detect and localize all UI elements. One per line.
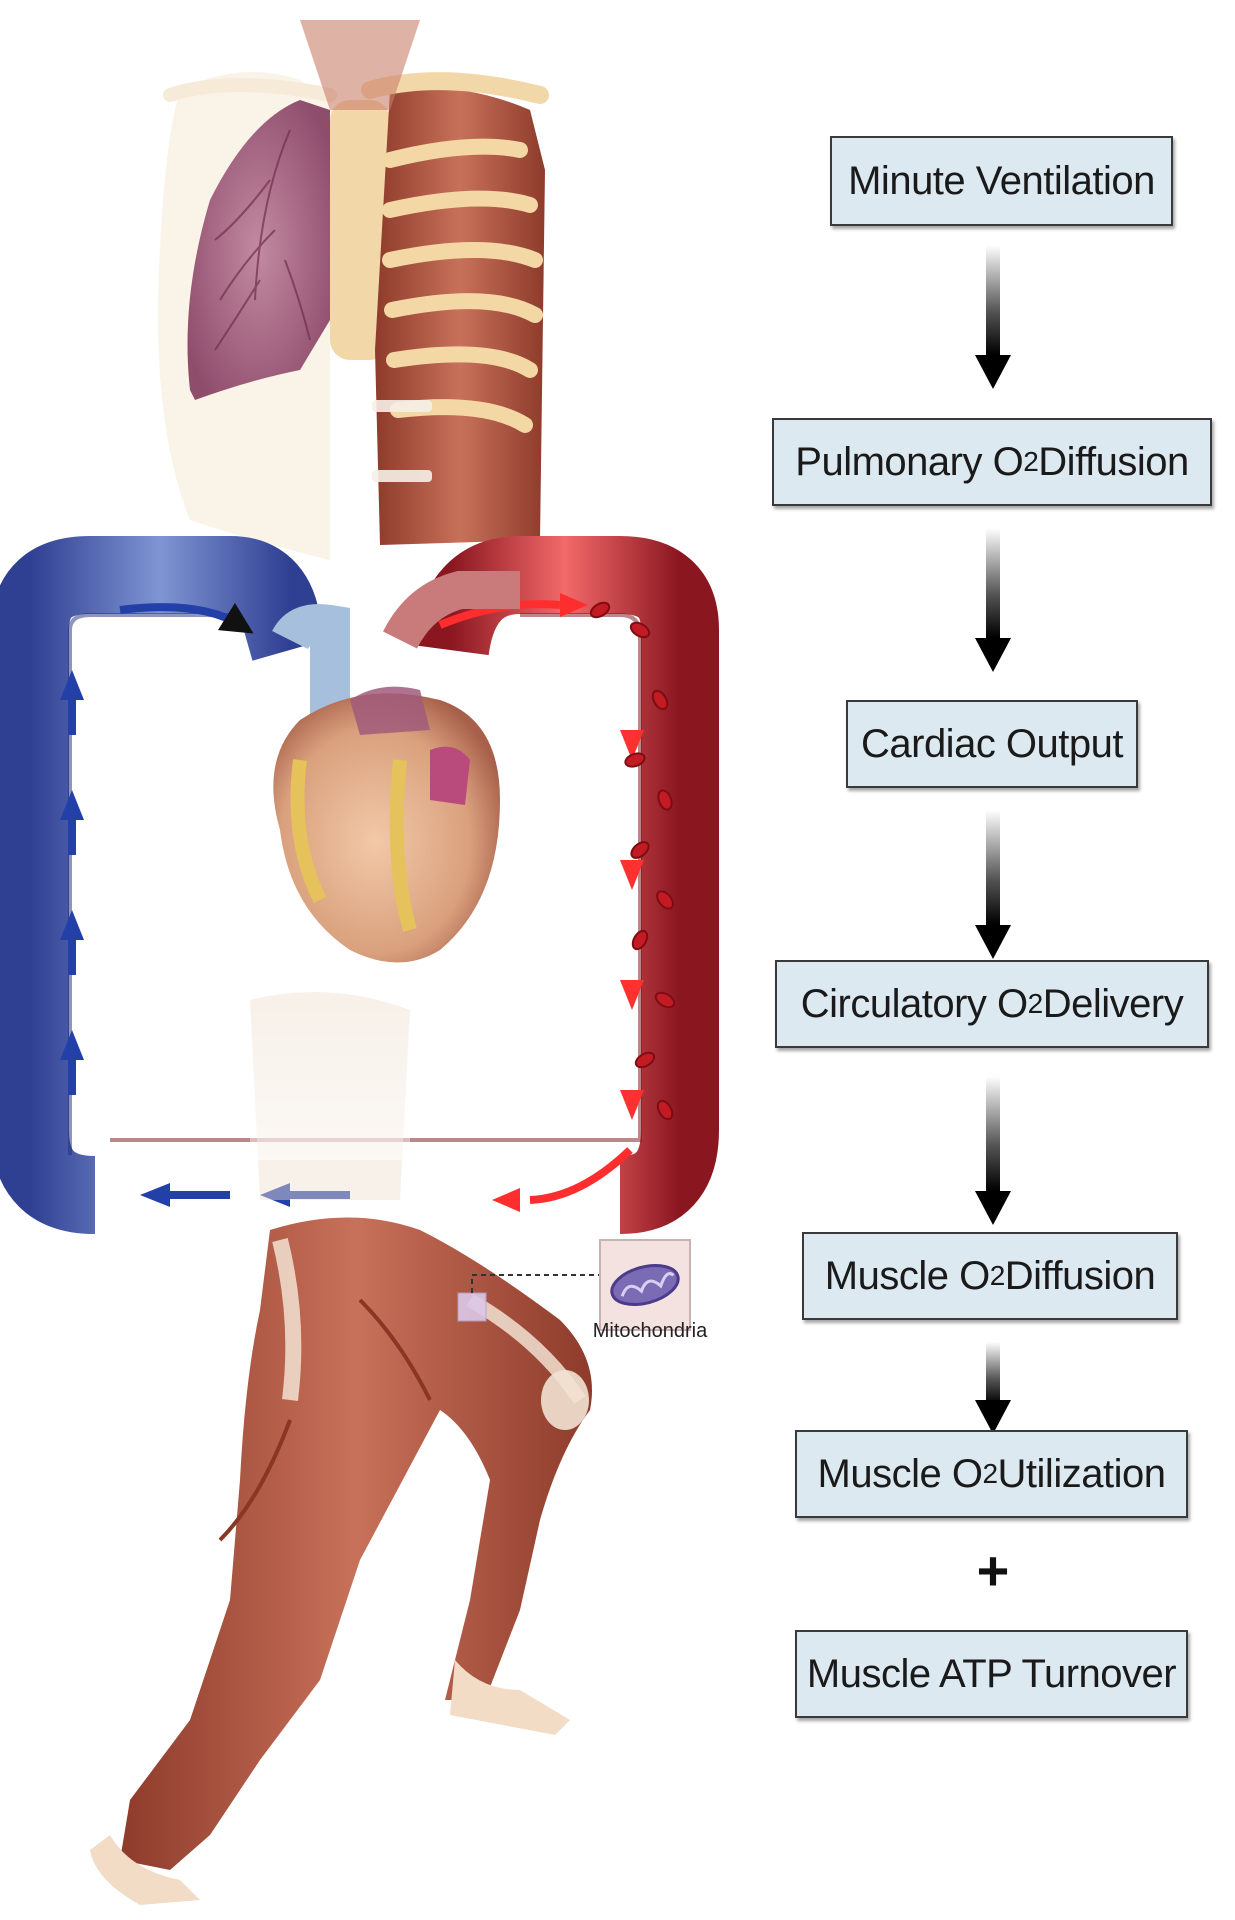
- step-label-suffix: Utilization: [998, 1452, 1166, 1497]
- step-label-suffix: Diffusion: [1038, 440, 1188, 485]
- step-label-suffix: Delivery: [1043, 982, 1183, 1027]
- leg-muscles: [90, 992, 592, 1905]
- step-label: Muscle O: [825, 1254, 990, 1299]
- step-subscript: 2: [982, 1458, 997, 1490]
- step-label: Muscle ATP Turnover: [807, 1652, 1176, 1697]
- step-label: Cardiac Output: [861, 722, 1123, 767]
- step-subscript: 2: [1028, 988, 1043, 1020]
- step-label: Circulatory O: [801, 982, 1028, 1027]
- step-label-suffix: Diffusion: [1005, 1254, 1155, 1299]
- plus-symbol: +: [968, 1545, 1018, 1595]
- step-muscle-atp-turnover: Muscle ATP Turnover: [795, 1630, 1188, 1718]
- step-minute-ventilation: Minute Ventilation: [830, 136, 1173, 226]
- step-subscript: 2: [990, 1260, 1005, 1292]
- step-label: Pulmonary O: [795, 440, 1023, 485]
- mitochondria-label: Mitochondria: [575, 1320, 725, 1343]
- step-cardiac-output: Cardiac Output: [846, 700, 1138, 788]
- step-label: Muscle O: [818, 1452, 983, 1497]
- torso-ribcage: [158, 20, 545, 560]
- step-subscript: 2: [1023, 446, 1038, 478]
- step-label: Minute Ventilation: [848, 159, 1155, 204]
